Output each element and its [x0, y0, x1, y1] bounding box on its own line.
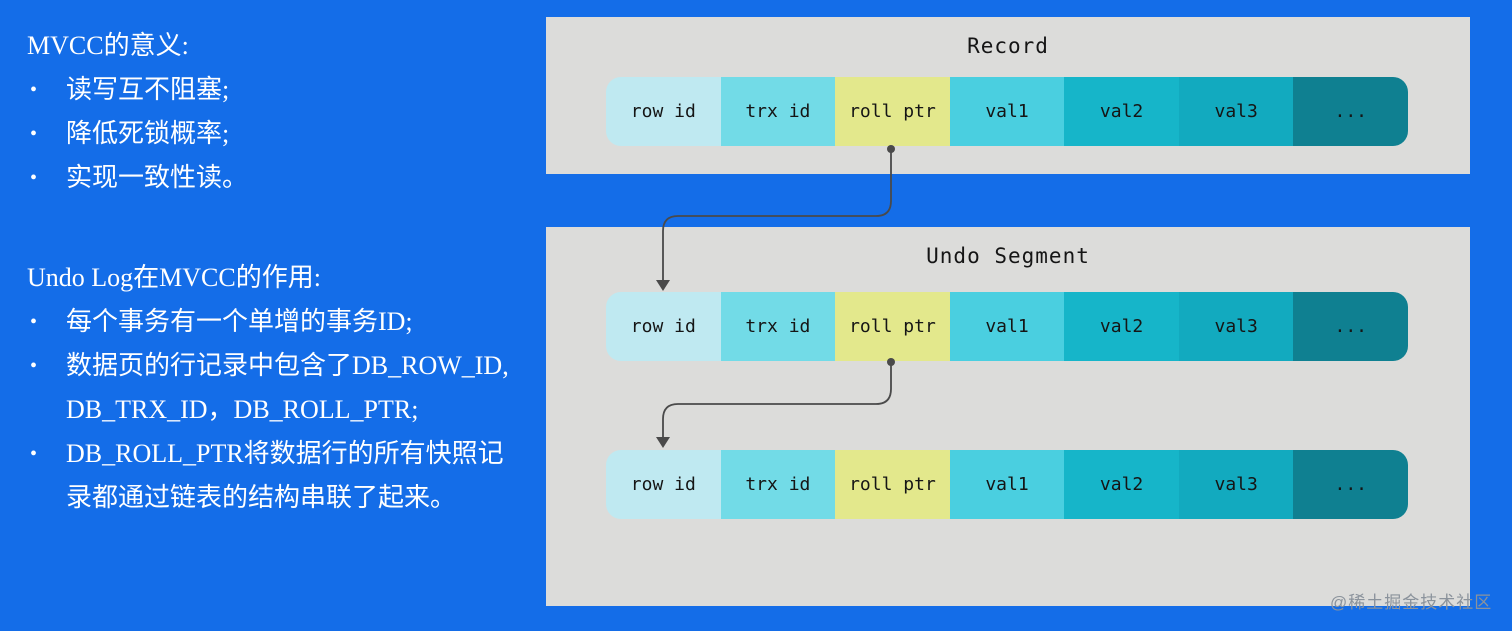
bullet-icon: •: [30, 443, 38, 465]
bullet-icon: •: [30, 167, 38, 189]
cell-val1: val1: [949, 292, 1065, 361]
list-item: • 实现一致性读。: [27, 156, 532, 200]
bullet-icon: •: [30, 311, 38, 333]
undo-log-role-list: • 每个事务有一个单增的事务ID; • 数据页的行记录中包含了DB_ROW_ID…: [27, 300, 532, 520]
cell-val2: val2: [1064, 450, 1179, 519]
juejin-watermark: @稀土掘金技术社区: [1330, 593, 1493, 612]
cell-val3: val3: [1178, 77, 1294, 146]
list-item-text: 数据页的行记录中包含了DB_ROW_ID,: [66, 351, 509, 380]
undo-log-role-heading: Undo Log在MVCC的作用:: [27, 263, 321, 292]
mvcc-meaning-list: • 读写互不阻塞; • 降低死锁概率; • 实现一致性读。: [27, 68, 532, 200]
list-item: • 读写互不阻塞;: [27, 68, 532, 112]
bullet-icon: •: [30, 123, 38, 145]
cell-trx-id: trx id: [720, 77, 836, 146]
cell-roll-ptr: roll ptr: [835, 77, 950, 146]
list-item-text: 读写互不阻塞;: [66, 75, 230, 104]
list-item: • 数据页的行记录中包含了DB_ROW_ID, DB_TRX_ID，DB_ROL…: [27, 344, 532, 432]
list-item-text: 实现一致性读。: [66, 163, 249, 192]
cell-row-id: row id: [606, 292, 721, 361]
list-item: • 每个事务有一个单增的事务ID;: [27, 300, 532, 344]
bullet-icon: •: [30, 79, 38, 101]
cell-row-id: row id: [606, 77, 721, 146]
cell-val2: val2: [1064, 77, 1179, 146]
cell-roll-ptr: roll ptr: [835, 292, 950, 361]
cell-trx-id: trx id: [720, 292, 836, 361]
cell-val3: val3: [1178, 450, 1294, 519]
cell-roll-ptr: roll ptr: [835, 450, 950, 519]
bullet-icon: •: [30, 355, 38, 377]
cell-row-id: row id: [606, 450, 721, 519]
undo-segment-panel-title: Undo Segment: [926, 244, 1090, 268]
record-panel-title: Record: [967, 34, 1049, 58]
mvcc-meaning-heading: MVCC的意义:: [27, 31, 189, 60]
cell-val1: val1: [949, 77, 1065, 146]
cell-val3: val3: [1178, 292, 1294, 361]
cell-ellipsis: ...: [1293, 292, 1408, 361]
cell-ellipsis: ...: [1293, 450, 1408, 519]
left-text-column: MVCC的意义: • 读写互不阻塞; • 降低死锁概率; • 实现一致性读。 U…: [27, 24, 532, 520]
list-item-text: 每个事务有一个单增的事务ID;: [66, 307, 413, 336]
cell-val1: val1: [949, 450, 1065, 519]
cell-trx-id: trx id: [720, 450, 836, 519]
list-item-text: 录都通过链表的结构串联了起来。: [66, 483, 457, 512]
cell-val2: val2: [1064, 292, 1179, 361]
undo-log-role-section: Undo Log在MVCC的作用: • 每个事务有一个单增的事务ID; • 数据…: [27, 256, 532, 520]
cell-ellipsis: ...: [1293, 77, 1408, 146]
list-item: • 降低死锁概率;: [27, 112, 532, 156]
list-item: • DB_ROLL_PTR将数据行的所有快照记 录都通过链表的结构串联了起来。: [27, 432, 532, 520]
list-item-text: 降低死锁概率;: [66, 119, 230, 148]
list-item-text: DB_ROLL_PTR将数据行的所有快照记: [66, 439, 504, 468]
list-item-text: DB_TRX_ID，DB_ROLL_PTR;: [66, 395, 419, 424]
mvcc-meaning-section: MVCC的意义: • 读写互不阻塞; • 降低死锁概率; • 实现一致性读。: [27, 24, 532, 200]
